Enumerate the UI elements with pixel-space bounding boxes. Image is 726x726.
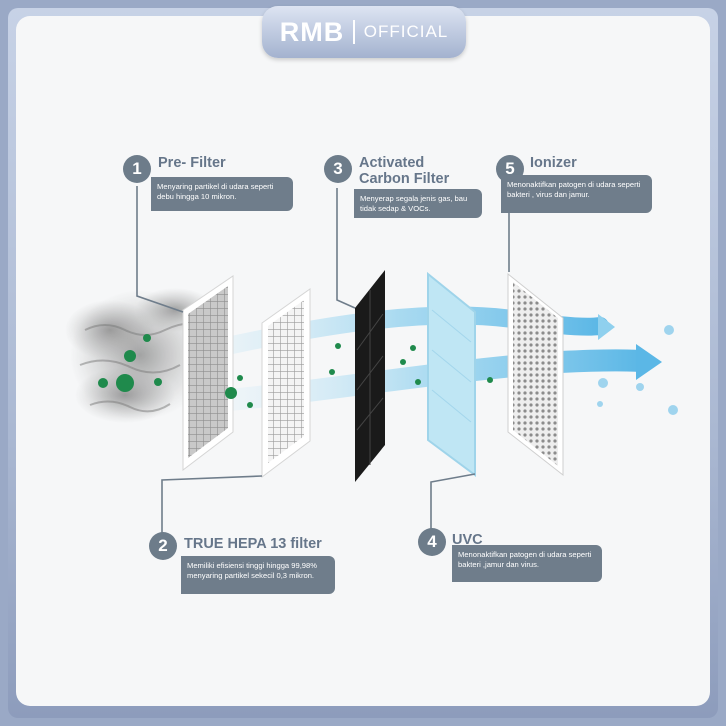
brand-badge: RMB OFFICIAL [262, 6, 466, 58]
leader-lines [136, 186, 510, 540]
pre-filter-panel [182, 275, 234, 472]
stage-2-badge: 2 [149, 532, 177, 560]
stage-2-title: TRUE HEPA 13 filter [184, 536, 322, 552]
clean-air-bubbles [597, 325, 678, 415]
stage-3-badge: 3 [324, 155, 352, 183]
brand-tag: OFFICIAL [363, 22, 449, 41]
airflow-upper-arrowhead [598, 314, 615, 340]
stage-1-description: Menyaring partikel di udara seperti debu… [151, 177, 293, 211]
stage-2-description: Memiliki efisiensi tinggi hingga 99,98% … [181, 556, 335, 594]
brand-divider [353, 20, 355, 44]
stage-3-title-line2: Carbon Filter [359, 171, 450, 187]
germ-particles [98, 334, 493, 408]
stage-1-title: Pre- Filter [158, 155, 226, 171]
uvc-filter-panel [427, 271, 476, 477]
stage-5-description: Menonaktifkan patogen di udara seperti b… [501, 175, 652, 213]
hepa-filter-panel [261, 288, 311, 478]
carbon-filter-panel [355, 270, 385, 482]
dust-cloud [65, 288, 215, 423]
stage-3-description: Menyerap segala jenis gas, bau tidak sed… [354, 189, 482, 218]
stage-5-title: Ionizer [530, 155, 577, 171]
stage-4-badge: 4 [418, 528, 446, 556]
stage-1-badge: 1 [123, 155, 151, 183]
brand-name: RMB [279, 16, 345, 47]
stage-3-title-line1: Activated [359, 155, 425, 171]
stage-4-title: UVC [452, 532, 483, 548]
stage-4-description: Menonaktifkan patogen di udara seperti b… [452, 545, 602, 582]
airflow-lower-arrowhead [636, 344, 662, 380]
ionizer-filter-panel [507, 272, 564, 477]
